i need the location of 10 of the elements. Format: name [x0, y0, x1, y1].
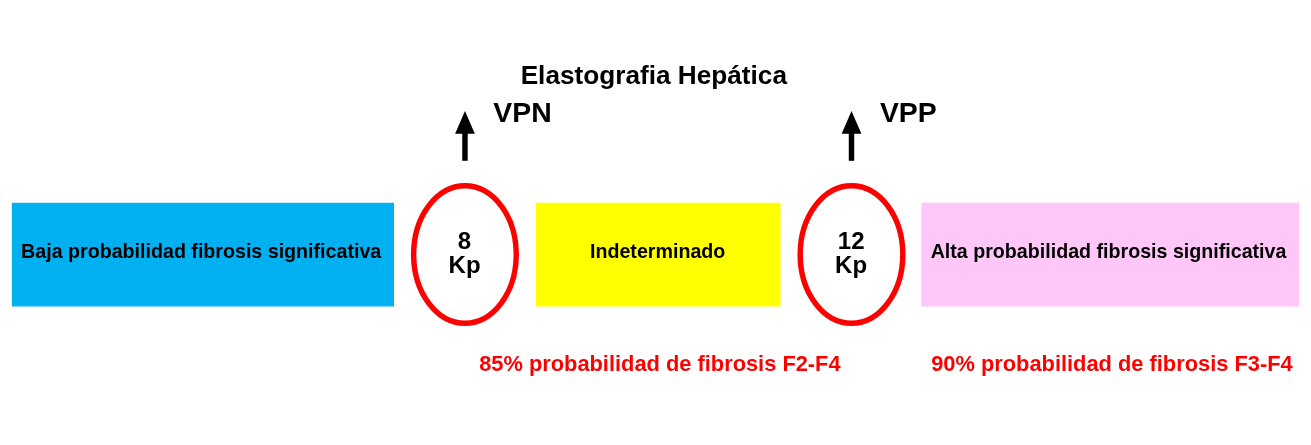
node-ellipse: 8 Kp: [410, 182, 519, 326]
diagram-title: Elastografia Hepática: [520, 59, 787, 90]
label: VPN: [493, 95, 552, 128]
label: VPP: [879, 95, 937, 128]
node-ellipse: 12 Kp: [797, 182, 906, 326]
node-label: 85% probabilidad de fibrosis F2-F4: [479, 350, 841, 376]
node-box: Indeterminado: [535, 202, 781, 306]
node-label: 90% probabilidad de fibrosis F3-F4: [931, 350, 1293, 376]
node-box: Baja probabilidad fibrosis significativa: [11, 202, 394, 306]
node-box: Alta probabilidad fibrosis significativa: [921, 202, 1300, 306]
